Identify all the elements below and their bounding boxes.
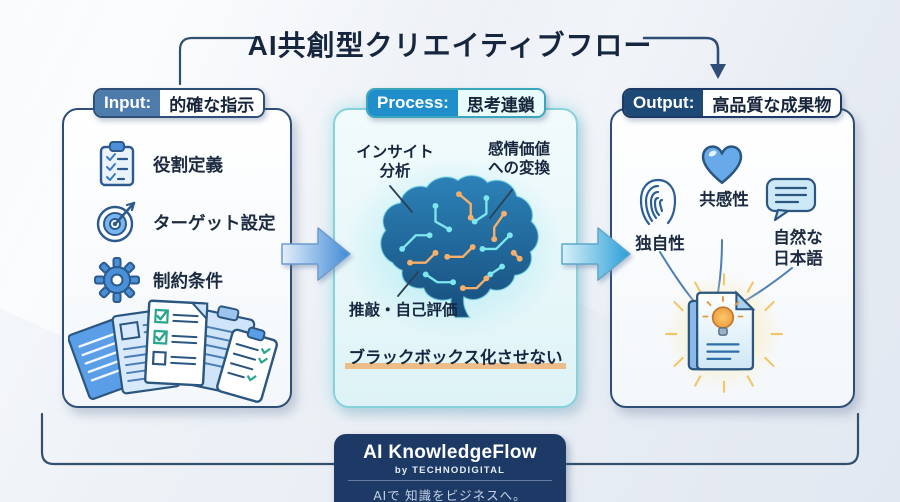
brand-tagline: AIで 知識をビジネスへ。 [373, 489, 527, 502]
no-blackbox-note: ブラックボックス化させない [335, 344, 576, 369]
input-item-role: 役割定義 [94, 140, 223, 188]
fingerprint-icon [639, 178, 677, 226]
arrow-down-icon [710, 64, 726, 79]
brand-name: AI KnowledgeFlow [363, 442, 537, 463]
output-label-natural-japanese: 自然な 日本語 [773, 229, 823, 268]
output-header-sublabel: 高品質な成果物 [703, 90, 841, 116]
brain-circuit-illustration [379, 174, 540, 319]
process-header-sublabel: 思考連鎖 [457, 90, 544, 116]
heart-icon [701, 145, 743, 185]
input-header-label: Input: [95, 90, 161, 116]
speech-bubble-icon [765, 177, 817, 222]
output-header-pill: Output: 高品質な成果物 [622, 88, 843, 118]
arrow-right-icon [561, 227, 631, 281]
glowing-document-illustration [665, 273, 783, 393]
arrow-right-icon [281, 227, 351, 281]
process-header-pill: Process: 思考連鎖 [366, 88, 546, 118]
output-header-label: Output: [624, 90, 704, 116]
brand-footer: AI KnowledgeFlow by TECHNODIGITAL AIで 知識… [334, 434, 566, 502]
footer-divider [348, 480, 552, 481]
annotation-self-evaluation: 推敲・自己評価 [349, 302, 458, 319]
input-item-label: 役割定義 [153, 154, 223, 175]
target-icon [96, 201, 136, 243]
process-panel: インサイト 分析 感情価値 への変換 推敲・自己評価 ブラックボックス化させない [333, 108, 578, 408]
page-title: AI共創型クリエイティブフロー [247, 30, 653, 61]
clipboard-icon [99, 141, 135, 187]
input-panel: 役割定義 ターゲット設定 [62, 108, 292, 408]
input-header-pill: Input: 的確な指示 [93, 88, 266, 118]
annotation-emotional-value: 感情価値 への変換 [487, 141, 550, 177]
input-item-target: ターゲット設定 [94, 198, 276, 246]
output-panel: 独自性 共感性 自然な 日本語 [610, 108, 855, 408]
input-header-sublabel: 的確な指示 [160, 90, 264, 116]
output-label-originality: 独自性 [635, 235, 685, 253]
annotation-insight-analysis: インサイト 分析 [356, 144, 434, 180]
documents-illustration [68, 299, 278, 403]
process-header-label: Process: [368, 90, 458, 116]
brand-byline: by TECHNODIGITAL [394, 465, 506, 476]
input-item-label: 制約条件 [153, 270, 223, 291]
input-item-label: ターゲット設定 [153, 212, 276, 233]
output-label-empathy: 共感性 [699, 191, 749, 209]
